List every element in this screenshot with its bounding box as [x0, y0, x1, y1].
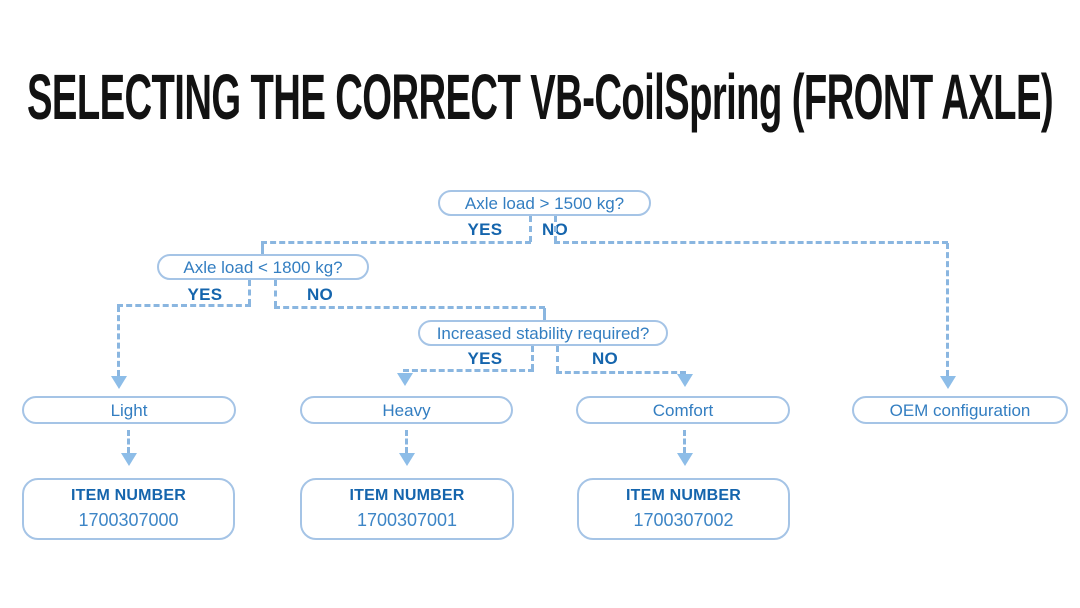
- page-title: SELECTING THE CORRECT VB-CoilSpring (FRO…: [27, 61, 1054, 133]
- arrow-down-oem: [940, 376, 956, 389]
- arrow-down-light: [111, 376, 127, 389]
- connector-d2-yes-across: [117, 304, 251, 307]
- item-number-header: ITEM NUMBER: [70, 487, 187, 504]
- connector-d2-yes-down-to-light: [117, 306, 120, 376]
- decision-axle-load-1800: Axle load < 1800 kg?: [157, 254, 369, 280]
- page-title-text: SELECTING THE CORRECT VB-CoilSpring (FRO…: [27, 61, 1054, 133]
- decision2-no-label: NO: [306, 285, 334, 304]
- item-number-value: 1700307001: [356, 510, 458, 530]
- connector-d1-yes-into-d2: [261, 243, 264, 254]
- connector-comfort-to-item: [683, 430, 686, 453]
- connector-d3-yes-down: [531, 346, 534, 370]
- connector-d3-no-across: [556, 371, 686, 374]
- connector-d1-yes-down: [529, 216, 532, 242]
- result-label: Comfort: [652, 400, 714, 420]
- item-number-box-1700307002: ITEM NUMBER 1700307002: [577, 478, 790, 540]
- arrow-down-item-3: [677, 453, 693, 466]
- item-number-box-1700307000: ITEM NUMBER 1700307000: [22, 478, 235, 540]
- decision2-yes-label: YES: [187, 285, 223, 304]
- item-number-header: ITEM NUMBER: [625, 487, 742, 504]
- arrow-down-item-2: [399, 453, 415, 466]
- decision-label: Axle load > 1500 kg?: [464, 193, 625, 213]
- connector-d3-yes-across: [403, 369, 534, 372]
- decision-increased-stability: Increased stability required?: [418, 320, 668, 346]
- result-heavy: Heavy: [300, 396, 513, 424]
- connector-d1-yes-across: [261, 241, 531, 244]
- arrow-down-item-1: [121, 453, 137, 466]
- result-oem-configuration: OEM configuration: [852, 396, 1068, 424]
- connector-d2-no-across: [274, 306, 545, 309]
- connector-d2-yes-down: [248, 280, 251, 305]
- decision1-yes-label: YES: [467, 220, 503, 239]
- decision-label: Axle load < 1800 kg?: [183, 257, 343, 277]
- decision3-yes-label: YES: [467, 349, 503, 368]
- result-label: Light: [110, 400, 148, 420]
- connector-d1-no-across: [554, 241, 948, 244]
- connector-light-to-item: [127, 430, 130, 453]
- result-comfort: Comfort: [576, 396, 790, 424]
- connector-d2-no-down: [274, 280, 277, 307]
- decision-axle-load-1500: Axle load > 1500 kg?: [438, 190, 651, 216]
- result-label: OEM configuration: [889, 400, 1031, 420]
- connector-d1-no-down: [554, 216, 557, 242]
- item-number-value: 1700307002: [633, 510, 734, 530]
- result-light: Light: [22, 396, 236, 424]
- connector-d2-no-into-d3: [543, 308, 546, 320]
- connector-d1-no-down-to-oem: [946, 243, 949, 376]
- decision3-no-label: NO: [591, 349, 619, 368]
- connector-d3-no-down: [556, 346, 559, 372]
- arrow-down-heavy: [397, 373, 413, 386]
- arrow-down-comfort: [677, 374, 693, 387]
- item-number-box-1700307001: ITEM NUMBER 1700307001: [300, 478, 514, 540]
- connector-heavy-to-item: [405, 430, 408, 453]
- result-label: Heavy: [382, 400, 431, 420]
- item-number-header: ITEM NUMBER: [349, 487, 465, 504]
- decision-label: Increased stability required?: [436, 323, 650, 343]
- item-number-value: 1700307000: [78, 510, 179, 530]
